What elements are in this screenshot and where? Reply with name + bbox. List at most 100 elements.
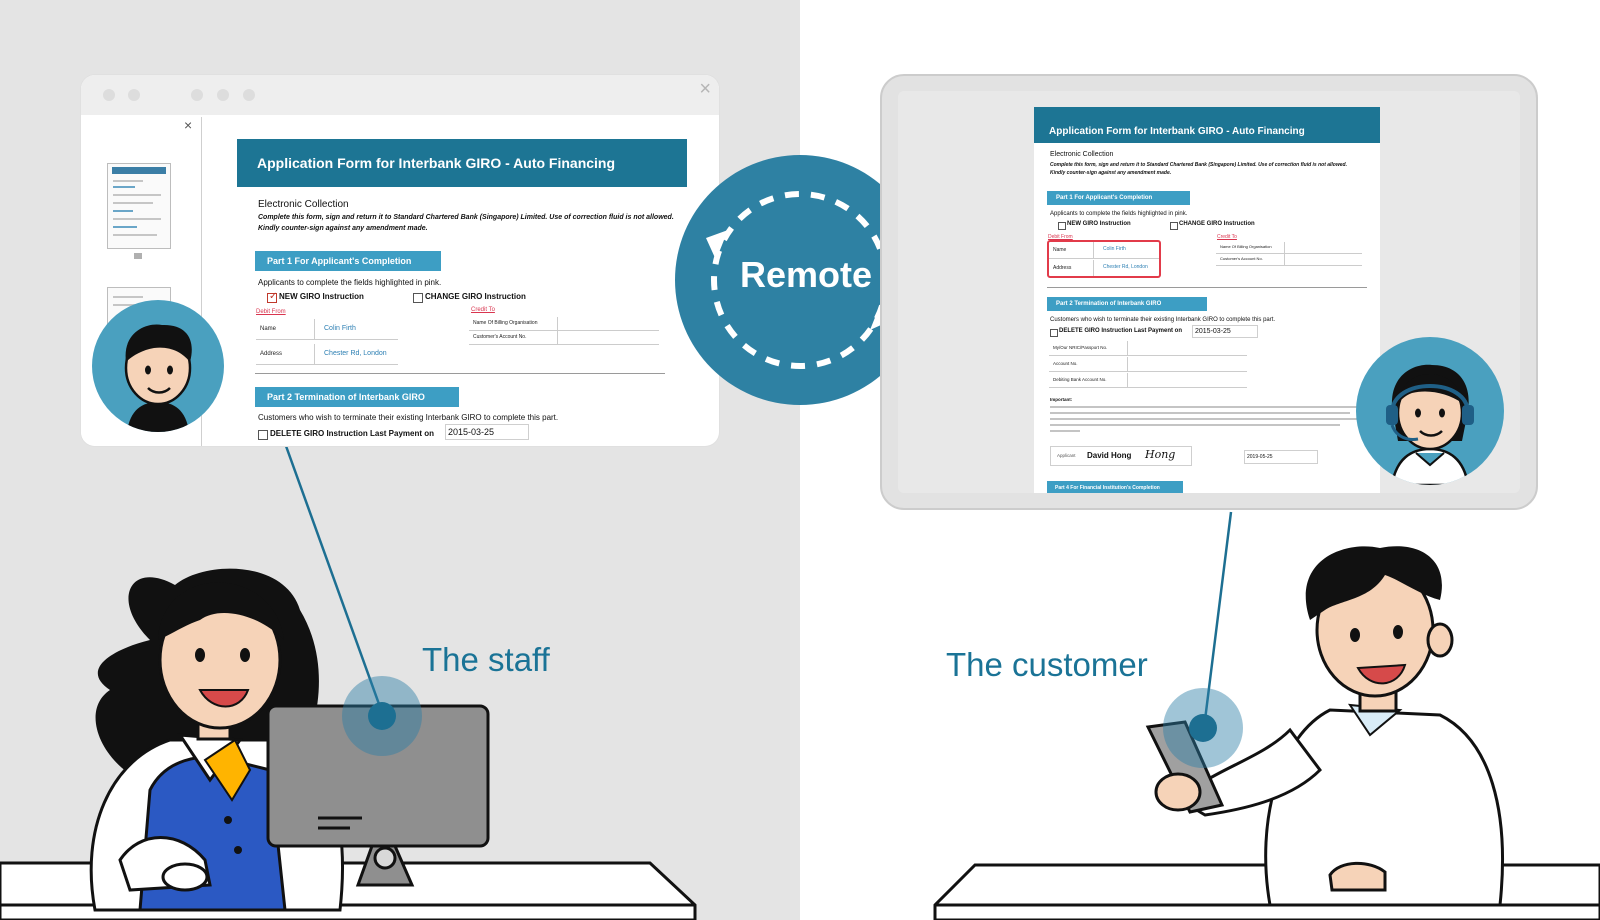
address-field-row[interactable]: Address Chester Rd, London xyxy=(256,344,398,365)
name-label: Name xyxy=(260,326,277,332)
agent-avatar xyxy=(1356,337,1504,485)
address-label: Address xyxy=(260,351,283,357)
part1-heading: Part 1 For Applicant's Completion xyxy=(255,251,441,271)
last-payment-date[interactable]: 2015-03-25 xyxy=(1192,325,1258,338)
toolbar-dot[interactable] xyxy=(243,89,255,101)
section-divider xyxy=(1047,287,1367,288)
debit-from-label: Debit From xyxy=(256,309,286,315)
account-no-label: Account No. xyxy=(1053,361,1078,366)
remote-label: Remote xyxy=(740,254,873,295)
toolbar-dot[interactable] xyxy=(191,89,203,101)
customer-label: The customer xyxy=(946,646,1148,683)
staff-label: The staff xyxy=(422,641,550,678)
nric-field-row[interactable]: My/Our NRIC/Passport No. xyxy=(1049,341,1247,356)
part1-heading: Part 1 For Applicant's Completion xyxy=(1047,191,1190,205)
change-giro-label: CHANGE GIRO Instruction xyxy=(1179,221,1255,227)
change-giro-checkbox[interactable] xyxy=(1170,222,1178,230)
part1-note: Applicants to complete the fields highli… xyxy=(258,278,442,287)
applicant-name: David Hong xyxy=(1087,451,1132,460)
important-text-line xyxy=(1050,430,1080,432)
address-field-row[interactable]: Address Chester Rd, London xyxy=(1049,260,1159,276)
customer-account-field-row[interactable]: Customer's Account No. xyxy=(469,331,659,345)
nric-label: My/Our NRIC/Passport No. xyxy=(1053,345,1108,350)
name-value: Colin Firth xyxy=(324,325,356,332)
new-giro-checkbox[interactable] xyxy=(1058,222,1066,230)
customer-account-field-row[interactable]: Customer's Account No. xyxy=(1216,254,1362,266)
account-no-field-row[interactable]: Account No. xyxy=(1049,357,1247,372)
part2-note: Customers who wish to terminate their ex… xyxy=(258,413,559,422)
form-title: Application Form for Interbank GIRO - Au… xyxy=(1049,126,1305,137)
page-thumbnail[interactable] xyxy=(107,163,171,249)
important-text-line xyxy=(1050,412,1350,414)
part2-note: Customers who wish to terminate their ex… xyxy=(1050,317,1276,323)
form-header: Application Form for Interbank GIRO - Au… xyxy=(1034,107,1380,143)
sign-date[interactable]: 2019-05-25 xyxy=(1244,450,1318,464)
highlighted-fields-box xyxy=(1047,240,1161,278)
customer-account-label: Customer's Account No. xyxy=(473,334,527,340)
new-giro-label: NEW GIRO Instruction xyxy=(279,292,364,301)
delete-giro-label: DELETE GIRO Instruction Last Payment on xyxy=(1059,328,1183,334)
debiting-bank-field-row[interactable]: Debiting Bank Account No. xyxy=(1049,373,1247,388)
delete-giro-label: DELETE GIRO Instruction Last Payment on xyxy=(270,429,435,438)
debit-from-label: Debit From xyxy=(1048,234,1073,240)
applicant-label: Applicant xyxy=(1057,453,1076,458)
delete-giro-checkbox[interactable] xyxy=(1050,329,1058,337)
billing-org-label: Name Of Billing Organisation xyxy=(1220,244,1272,249)
window-close-icon[interactable]: × xyxy=(699,78,711,100)
instructions-line-1: Complete this form, sign and return it t… xyxy=(258,214,674,221)
new-giro-label: NEW GIRO Instruction xyxy=(1067,221,1131,227)
instructions-line-2: Kindly counter-sign against any amendmen… xyxy=(1050,170,1172,176)
name-field-row[interactable]: Name Colin Firth xyxy=(1049,242,1159,259)
credit-to-label: Credit To xyxy=(1217,234,1237,240)
window-titlebar: × xyxy=(81,75,719,115)
customer-account-label: Customer's Account No. xyxy=(1220,256,1263,261)
last-payment-date[interactable]: 2015-03-25 xyxy=(445,424,529,440)
name-label: Name xyxy=(1053,247,1067,253)
tablet-screen: Application Form for Interbank GIRO - Au… xyxy=(898,91,1520,493)
address-label: Address xyxy=(1053,265,1072,271)
page-marker xyxy=(134,253,142,259)
billing-org-field-row[interactable]: Name Of Billing Organisation xyxy=(1216,242,1362,254)
collection-label: Electronic Collection xyxy=(1050,151,1114,158)
staff-avatar xyxy=(92,300,224,432)
debiting-bank-label: Debiting Bank Account No. xyxy=(1053,377,1107,382)
applicant-signature-box[interactable]: Applicant David Hong Hong xyxy=(1050,446,1192,466)
window-control-dot[interactable] xyxy=(128,89,140,101)
section-divider xyxy=(255,373,665,374)
customer-person xyxy=(1145,546,1504,907)
customer-connector-line xyxy=(1202,511,1233,729)
instructions-line-2: Kindly counter-sign against any amendmen… xyxy=(258,225,428,232)
part4-heading: Part 4 For Financial Institution's Compl… xyxy=(1047,481,1183,493)
change-giro-label: CHANGE GIRO Instruction xyxy=(425,292,526,301)
billing-org-field-row[interactable]: Name Of Billing Organisation xyxy=(469,317,659,331)
name-field-row[interactable]: Name Colin Firth xyxy=(256,319,398,340)
application-form: Application Form for Interbank GIRO - Au… xyxy=(237,139,687,446)
form-title: Application Form for Interbank GIRO - Au… xyxy=(257,155,616,171)
part2-heading: Part 2 Termination of Interbank GIRO xyxy=(255,387,459,407)
staff-document-viewer: × × Application Form for Interbank GIRO … xyxy=(81,75,719,446)
staff-monitor xyxy=(266,676,490,887)
important-text-line xyxy=(1050,418,1360,420)
collection-label: Electronic Collection xyxy=(258,199,349,210)
applicant-signature: Hong xyxy=(1145,448,1176,461)
delete-giro-checkbox[interactable] xyxy=(258,430,268,440)
part2-heading: Part 2 Termination of Interbank GIRO xyxy=(1047,297,1207,311)
billing-org-label: Name Of Billing Organisation xyxy=(473,320,538,326)
credit-to-label: Credit To xyxy=(471,307,495,313)
address-value: Chester Rd, London xyxy=(1103,264,1148,270)
window-control-dot[interactable] xyxy=(103,89,115,101)
important-text-line xyxy=(1050,406,1360,408)
instructions-line-1: Complete this form, sign and return it t… xyxy=(1050,162,1347,168)
name-value: Colin Firth xyxy=(1103,246,1126,252)
address-value: Chester Rd, London xyxy=(324,350,387,357)
toolbar-dot[interactable] xyxy=(217,89,229,101)
customer-application-form: Application Form for Interbank GIRO - Au… xyxy=(1034,107,1380,493)
important-text-line xyxy=(1050,424,1340,426)
new-giro-checkbox[interactable] xyxy=(267,291,277,303)
part1-note: Applicants to complete the fields highli… xyxy=(1050,211,1188,217)
staff-connector-line xyxy=(284,445,386,719)
important-label: Important: xyxy=(1050,397,1073,402)
sidebar-close-icon[interactable]: × xyxy=(184,117,193,133)
change-giro-checkbox[interactable] xyxy=(413,293,423,303)
